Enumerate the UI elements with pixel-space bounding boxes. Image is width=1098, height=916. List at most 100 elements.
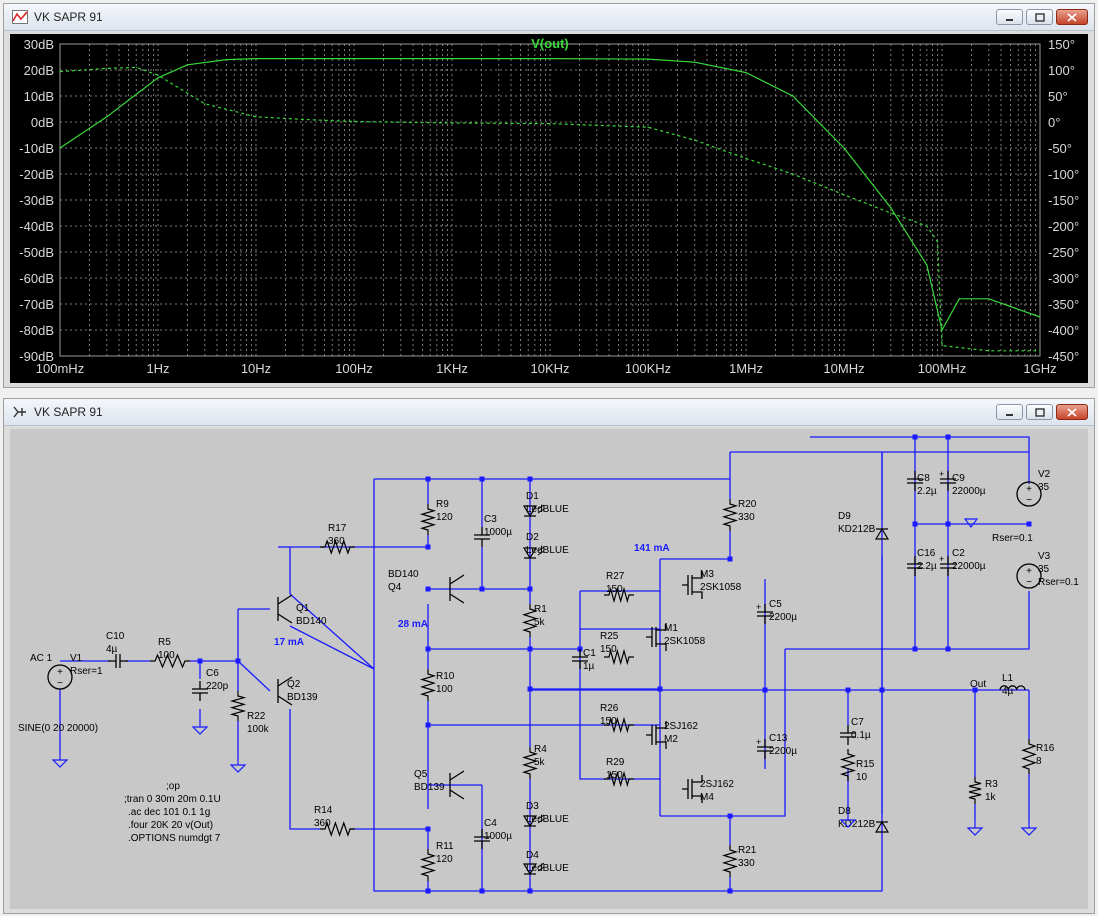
restore-icon <box>1034 407 1045 417</box>
component-label: Rser=1 <box>70 666 103 677</box>
component-rser[interactable]: Rser=0.1 <box>992 533 1033 544</box>
magnitude-point <box>988 298 990 300</box>
component-label: KD212B <box>838 524 876 535</box>
maximize-button[interactable] <box>1026 404 1053 420</box>
maximize-button[interactable] <box>1026 9 1053 25</box>
phase-point <box>302 118 304 120</box>
plot-grid <box>59 43 1041 357</box>
plus-sign: + <box>1026 566 1032 577</box>
minimize-button[interactable] <box>996 9 1023 25</box>
waveform-window-title: VK SAPR 91 <box>34 10 103 24</box>
close-button[interactable] <box>1056 9 1088 25</box>
component-c8[interactable]: C82.2µ <box>907 471 937 497</box>
spice-directive[interactable]: ;op <box>166 781 180 792</box>
component-ac-1[interactable]: AC 1 <box>30 653 53 664</box>
y-right-tick-label: -100° <box>1048 167 1079 182</box>
junction <box>727 556 733 562</box>
magnitude-point <box>745 72 747 74</box>
led-symbol <box>522 505 538 518</box>
component-label: D8 <box>838 806 851 817</box>
magnitude-point <box>225 59 228 61</box>
schematic-titlebar[interactable]: VK SAPR 91 <box>4 399 1094 426</box>
magnitude-point <box>59 147 61 149</box>
resistor-symbol <box>721 845 739 877</box>
component-label: 100k <box>247 724 270 735</box>
magnitude-point <box>549 57 551 60</box>
phase-trace <box>59 66 1040 352</box>
trace-title[interactable]: V(out) <box>531 36 569 51</box>
y-right-tick-label: -450° <box>1048 349 1079 364</box>
y-right-tick-label: -300° <box>1048 271 1079 286</box>
waveform-titlebar[interactable]: VK SAPR 91 <box>4 4 1094 31</box>
component-label: LedBLUE <box>526 863 569 874</box>
phase-point <box>1039 350 1041 352</box>
spice-directive[interactable]: .ac dec 101 0.1 1g <box>128 807 210 818</box>
y-right-tick-label: 0° <box>1048 115 1060 130</box>
component-label: D9 <box>838 511 851 522</box>
magnitude-point <box>694 61 696 63</box>
component-label: M4 <box>700 792 714 803</box>
minimize-button[interactable] <box>996 404 1023 420</box>
spice-directive[interactable]: .OPTIONS numdgt 7 <box>128 833 221 844</box>
spice-directive[interactable]: .four 20K 20 v(Out) <box>128 820 213 831</box>
component-out[interactable]: Out <box>970 679 986 690</box>
component-c7[interactable]: C70.1µ <box>840 717 871 745</box>
x-tick-label: 10MHz <box>823 361 864 376</box>
close-button[interactable] <box>1056 404 1088 420</box>
component-label: BD139 <box>287 692 318 703</box>
spice-directive[interactable]: ;tran 0 30m 20m 0.1U <box>124 794 221 805</box>
